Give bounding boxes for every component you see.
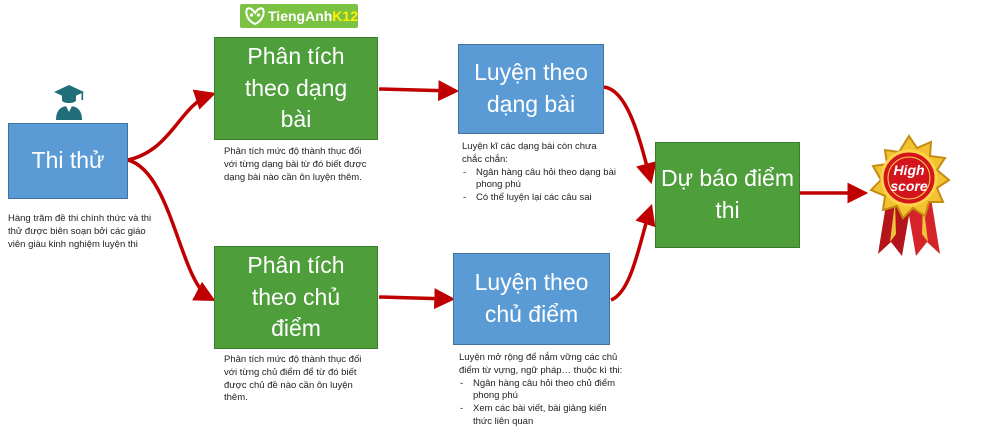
node-luyen-chu-diem: Luyện theo chủ điểm [453, 253, 610, 345]
node-phan-tich-chu-diem: Phân tích theo chủ điểm [214, 246, 378, 349]
graduate-icon [54, 85, 84, 120]
note-thi-thu: Hàng trăm đề thi chính thức và thi thử đ… [8, 213, 152, 250]
note-luyen-dang-bai-list: Ngân hàng câu hỏi theo dạng bài phong ph… [462, 167, 618, 205]
arrow-luyen-dang-to-du-bao [603, 85, 657, 185]
note-luyen-dang-bai-intro: Luyện kĩ các dạng bài còn chưa chắc chắn… [462, 141, 597, 165]
note-luyen-chu-diem: Luyện mở rộng để nắm vững các chủ điểm t… [459, 352, 627, 429]
node-thi-thu-label: Thi thử [31, 147, 105, 174]
note-phan-tich-chu-diem: Phân tích mức độ thành thục đối với từng… [224, 354, 362, 404]
arrow-luyen-chu-diem-to-du-bao [610, 204, 656, 302]
high-score-badge-icon: High score [869, 134, 951, 256]
node-thi-thu: Thi thử [8, 123, 128, 199]
node-phan-tich-dang-bai: Phân tích theo dạng bài [214, 37, 378, 140]
node-phan-tich-dang-bai-label: Phân tích theo dạng bài [244, 42, 348, 133]
arrow-thi-thu-to-phan-tich-dang [127, 89, 216, 162]
badge-line2: score [890, 178, 928, 194]
logo-suffix-text: K12 [332, 8, 358, 24]
node-luyen-dang-bai: Luyện theo dạng bài [458, 44, 604, 134]
note-luyen-dang-bai: Luyện kĩ các dạng bài còn chưa chắc chắn… [462, 141, 618, 205]
arrow-phan-tich-dang-to-luyen-dang [378, 80, 460, 102]
node-luyen-chu-diem-label: Luyện theo chủ điểm [474, 269, 589, 327]
note-phan-tich-dang-bai: Phân tích mức độ thành thục đối với từng… [224, 146, 367, 183]
list-item: Ngân hàng câu hỏi theo chủ điểm phong ph… [459, 378, 627, 404]
owl-logo-icon [245, 7, 265, 26]
list-item: Có thể luyện lại các câu sai [462, 192, 618, 205]
arrow-phan-tich-chu-diem-to-luyen-chu-diem [378, 288, 456, 310]
node-du-bao-diem-thi: Dự báo điểm thi [655, 142, 800, 248]
badge-line1: High [893, 162, 924, 178]
list-item: Ngân hàng câu hỏi theo dạng bài phong ph… [462, 167, 618, 193]
node-phan-tich-chu-diem-label: Phân tích theo chủ điểm [247, 251, 345, 342]
list-item: Xem các bài viết, bài giảng kiến thức li… [459, 403, 627, 429]
note-luyen-chu-diem-list: Ngân hàng câu hỏi theo chủ điểm phong ph… [459, 378, 627, 429]
arrow-thi-thu-to-phan-tich-chu-diem [127, 158, 216, 301]
node-du-bao-diem-thi-label: Dự báo điểm thi [660, 165, 794, 223]
logo-brand-text: TiengAnh [268, 8, 333, 24]
note-luyen-chu-diem-intro: Luyện mở rộng để nắm vững các chủ điểm t… [459, 352, 623, 376]
node-luyen-dang-bai-label: Luyện theo dạng bài [474, 59, 588, 117]
